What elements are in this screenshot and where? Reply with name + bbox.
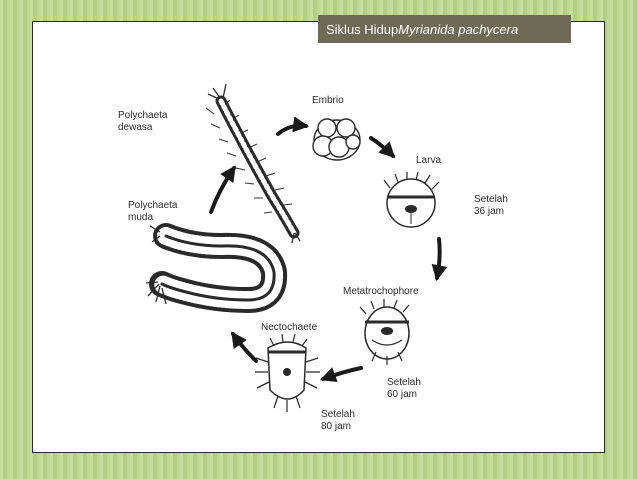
arrow-larva-to-metatrochophore [431, 237, 448, 282]
label-larva-time-1: Setelah [474, 194, 508, 205]
label-necto-time-2: 80 jam [321, 421, 351, 432]
nectochaete-drawing [255, 333, 320, 412]
title-prefix: Siklus Hidup [326, 21, 399, 37]
adult-polychaete-drawing [205, 83, 301, 244]
larva-drawing [383, 171, 440, 228]
arrow-nectochaete-to-young [231, 331, 258, 363]
label-embryo: Embrio [312, 95, 344, 106]
label-necto-time-1: Setelah [321, 409, 355, 420]
label-larva-time-2: 36 jam [474, 206, 504, 217]
young-polychaete-drawing [145, 223, 288, 314]
arrow-young-to-adult [209, 165, 236, 214]
label-meta-time-1: Setelah [387, 377, 421, 388]
label-metatrochophore: Metatrochophore [343, 286, 419, 297]
label-nectochaete: Nectochaete [261, 322, 318, 333]
label-larva: Larva [416, 155, 441, 166]
label-meta-time-2: 60 jam [387, 389, 417, 400]
metatrochophore-drawing [359, 299, 410, 365]
arrow-metatrochophore-to-nectochaete [319, 366, 363, 383]
slide-panel [32, 21, 605, 453]
embryo-drawing [312, 118, 361, 161]
title-species: Myrianida pachycera [398, 21, 519, 37]
label-young-2: muda [128, 212, 153, 223]
arrow-embryo-to-larva [369, 136, 396, 159]
arrow-adult-to-embryo [276, 116, 310, 136]
slide-title: Siklus Hidup Myrianida pachycera [318, 15, 571, 43]
label-young-1: Polychaeta [128, 200, 178, 211]
label-adult-2: dewasa [118, 122, 153, 133]
label-adult-1: Polychaeta [118, 110, 168, 121]
